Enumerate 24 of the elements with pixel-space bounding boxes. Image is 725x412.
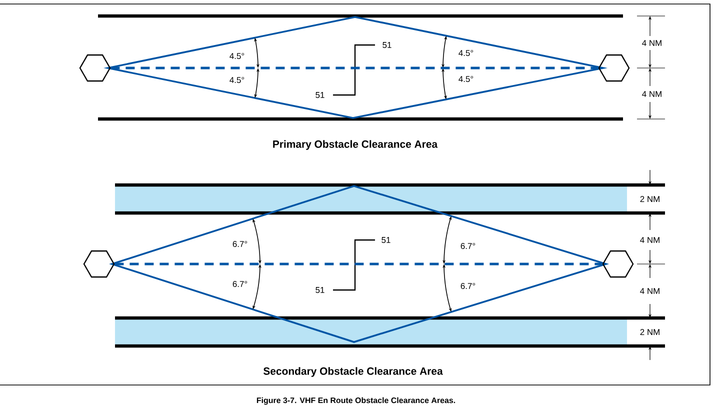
angle-label: 4.5° <box>458 50 474 56</box>
altitude-label: 51 <box>382 237 390 243</box>
altitude-label: 51 <box>382 42 392 48</box>
panel-title: Primary Obstacle Clearance Area <box>273 140 438 150</box>
panel-title: Secondary Obstacle Clearance Area <box>263 367 443 377</box>
angle-label: 6.7° <box>232 241 248 247</box>
distance-label: 4 NM <box>640 90 664 98</box>
angle-label: 6.7° <box>460 243 476 249</box>
station-hexagon <box>83 250 115 278</box>
altitude-label: 51 <box>316 92 324 98</box>
distance-label: 2 NM <box>638 328 662 336</box>
station-hexagon <box>79 54 111 82</box>
angle-label: 6.7° <box>460 283 476 289</box>
angle-label: 6.7° <box>232 281 248 287</box>
altitude-label: 51 <box>316 287 324 293</box>
angle-label: 4.5° <box>230 53 244 59</box>
distance-label: 2 NM <box>638 195 662 203</box>
distance-label: 4 NM <box>640 39 664 47</box>
angle-label: 4.5° <box>230 77 244 83</box>
station-hexagon <box>598 54 630 82</box>
station-hexagon <box>602 250 634 278</box>
distance-label: 4 NM <box>638 236 662 244</box>
angle-label: 4.5° <box>458 76 474 82</box>
distance-label: 4 NM <box>638 287 662 295</box>
